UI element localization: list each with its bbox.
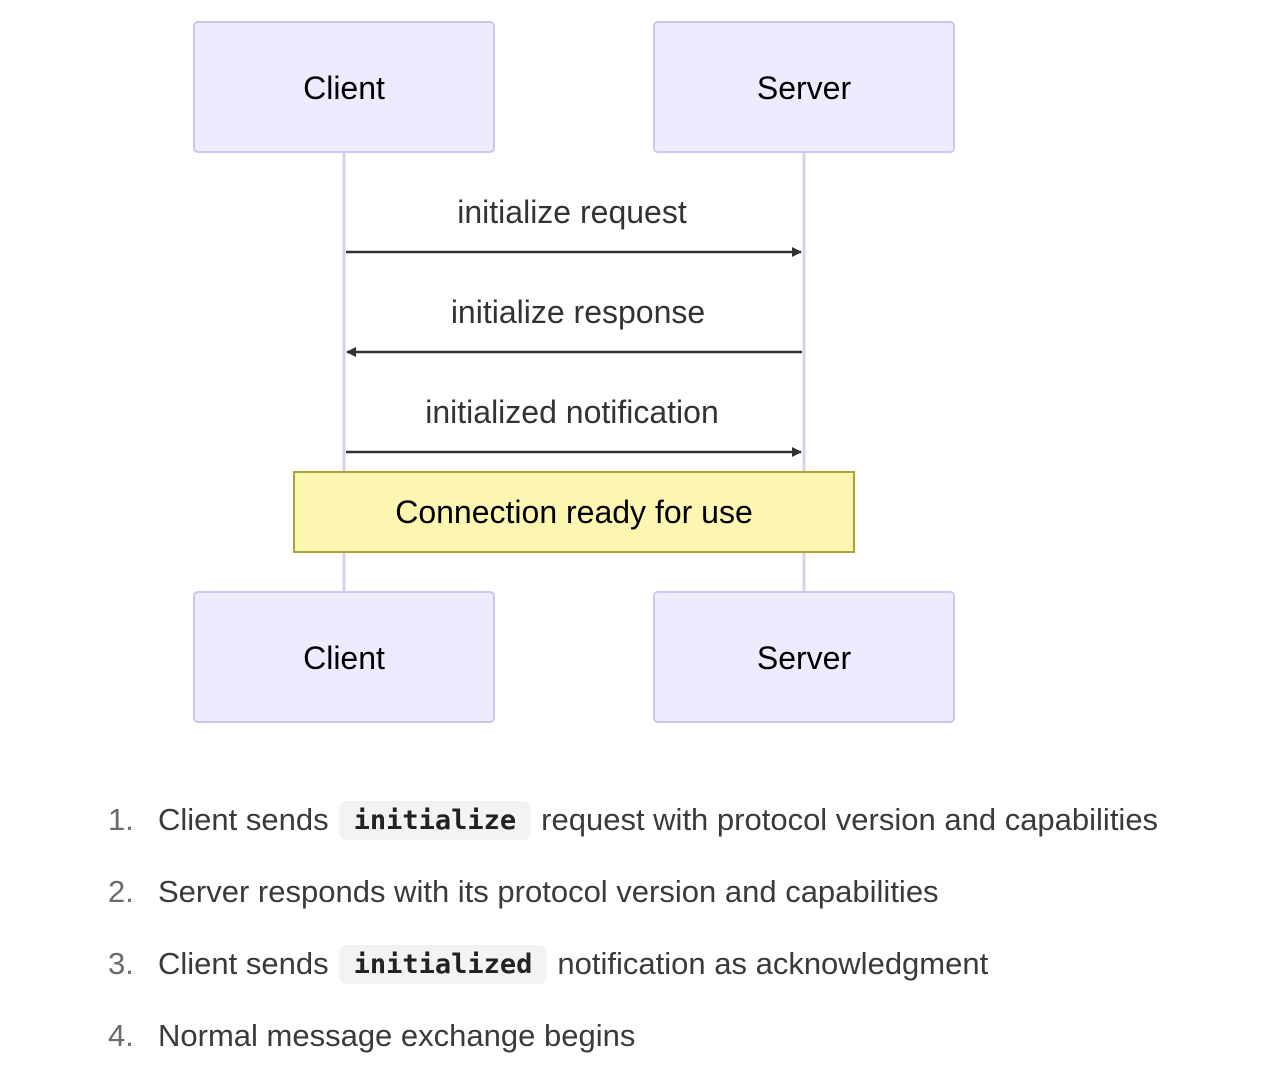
step-number: 1. (108, 802, 134, 837)
steps-list: 1. Client sends initialize request with … (100, 784, 1270, 1072)
step-text-before: Client sends (158, 802, 329, 837)
actor-server-label: Server (757, 70, 852, 106)
step-text: Client sends initialized notification as… (158, 944, 989, 984)
message-label: initialized notification (425, 394, 719, 430)
actor-client-label: Client (303, 70, 385, 106)
actor-client-bottom: Client (193, 591, 495, 723)
actor-server-bottom: Server (653, 591, 955, 723)
inline-code: initialize (338, 800, 532, 840)
actor-server-top: Server (653, 21, 955, 153)
step-text-after: request with protocol version and capabi… (541, 802, 1159, 837)
message-label: initialize request (457, 194, 687, 230)
message-initialize-request: initialize request (346, 194, 802, 257)
list-item: 2. Server responds with its protocol ver… (100, 856, 1270, 928)
step-text-after: notification as acknowledgment (557, 946, 989, 981)
note-label: Connection ready for use (395, 494, 753, 530)
step-number: 3. (108, 946, 134, 981)
inline-code: initialized (338, 944, 548, 984)
step-text-before: Client sends (158, 946, 329, 981)
list-item: 1. Client sends initialize request with … (100, 784, 1270, 856)
step-number: 2. (108, 874, 134, 909)
step-number: 4. (108, 1018, 134, 1053)
message-initialized-notification: initialized notification (346, 394, 802, 457)
actor-client-label: Client (303, 640, 385, 676)
step-text: Normal message exchange begins (158, 1018, 636, 1053)
message-label: initialize response (451, 294, 705, 330)
list-item: 4. Normal message exchange begins (100, 1000, 1270, 1072)
note-connection-ready: Connection ready for use (293, 471, 855, 553)
sequence-diagram: Client Server initialize request initial… (193, 21, 955, 723)
step-text: Client sends initialize request with pro… (158, 800, 1159, 840)
message-initialize-response: initialize response (346, 294, 802, 357)
list-item: 3. Client sends initialized notification… (100, 928, 1270, 1000)
step-text: Server responds with its protocol versio… (158, 874, 939, 909)
actor-client-top: Client (193, 21, 495, 153)
actor-server-label: Server (757, 640, 852, 676)
